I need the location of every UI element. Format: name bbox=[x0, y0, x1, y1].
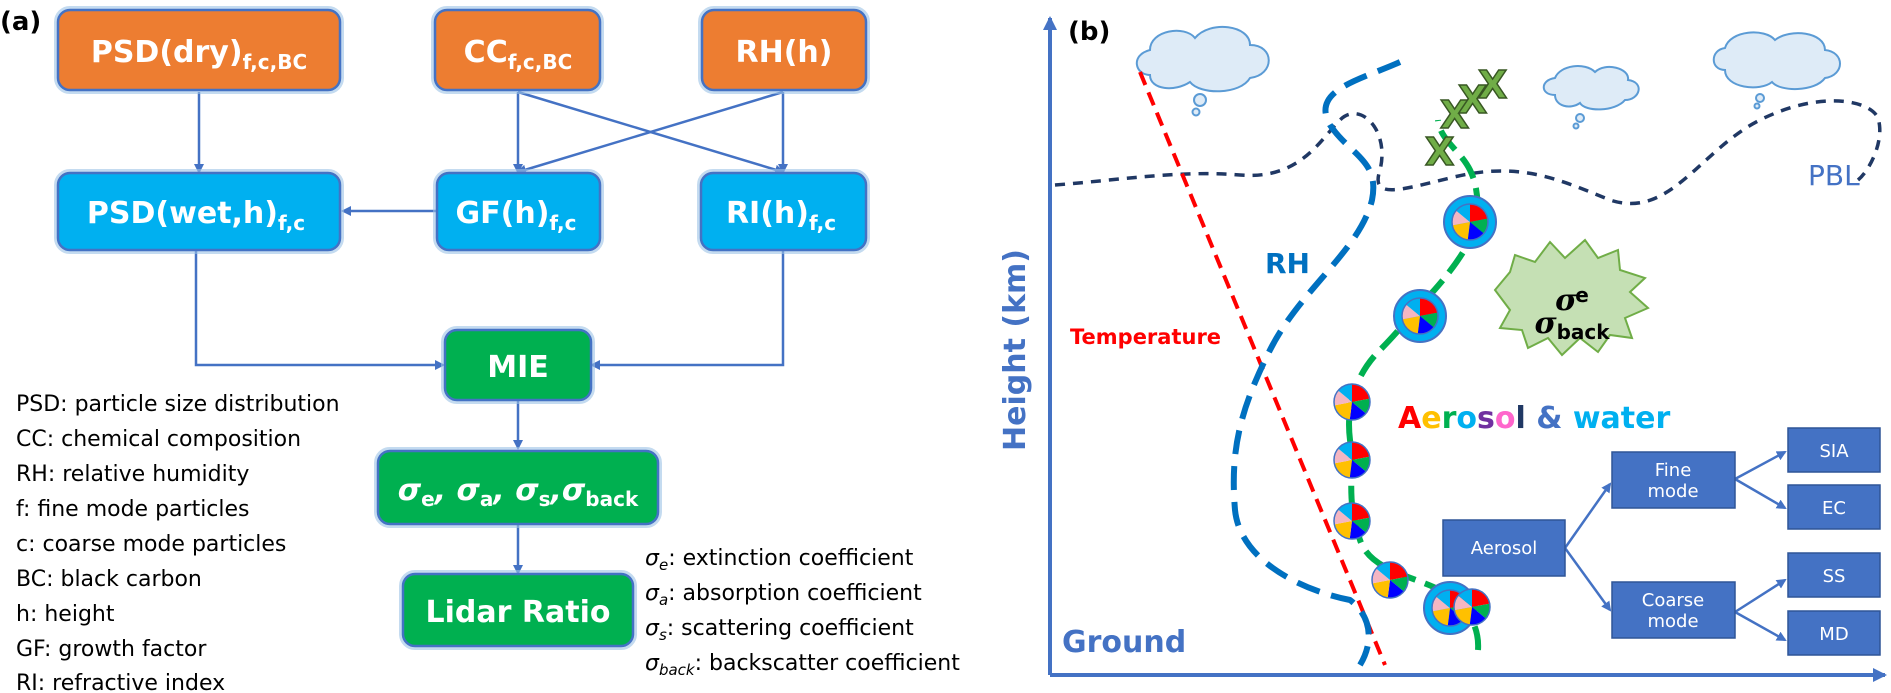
aerosol-water-label: Aerosol & water bbox=[1398, 401, 1670, 436]
legend-item: GF: growth factor bbox=[16, 637, 207, 662]
x-markers: X X X X bbox=[1424, 62, 1508, 175]
svg-text:Lidar Ratio: Lidar Ratio bbox=[426, 595, 611, 630]
aerosol-letter: r bbox=[1442, 401, 1457, 436]
legend-item: RH: relative humidity bbox=[16, 462, 249, 487]
aerosol-particle-icon bbox=[1371, 561, 1409, 599]
svg-text:Fine: Fine bbox=[1655, 460, 1692, 481]
tree-node-fine-mode bbox=[1611, 451, 1736, 509]
tree-node-sia bbox=[1787, 427, 1881, 473]
cloud bbox=[1542, 65, 1640, 130]
sigma-legend-item: σe: extinction coefficient bbox=[645, 546, 914, 574]
panel-b-label: (b) bbox=[1068, 17, 1110, 47]
panel-a-label: (a) bbox=[0, 7, 41, 37]
svg-text:mode: mode bbox=[1647, 481, 1698, 502]
svg-text:RH(h): RH(h) bbox=[736, 35, 833, 70]
svg-text:GF(h)f,c: GF(h)f,c bbox=[456, 196, 577, 235]
aerosol-particles bbox=[1333, 195, 1497, 635]
node-gf: GF(h)f,c bbox=[433, 169, 604, 254]
node-mie: MIE bbox=[441, 326, 595, 404]
aerosol-particle-icon bbox=[1333, 441, 1371, 479]
svg-text:SS: SS bbox=[1823, 566, 1846, 587]
aerosol-letter: e bbox=[1421, 401, 1441, 436]
flow-arrows bbox=[194, 90, 788, 575]
legend-item: f: fine mode particles bbox=[16, 497, 250, 522]
abbreviation-legend: PSD: particle size distribution CC: chem… bbox=[16, 392, 340, 693]
y-axis-label: Height (km) bbox=[998, 249, 1033, 451]
aerosol-particle-icon bbox=[1333, 383, 1371, 421]
legend-item: RI: refractive index bbox=[16, 671, 225, 693]
tree-node-ec bbox=[1787, 484, 1881, 530]
node-cc: CCf,c,BC bbox=[431, 6, 604, 94]
legend-item: h: height bbox=[16, 602, 115, 627]
node-psd-dry: PSD(dry)f,c,BC bbox=[54, 6, 344, 94]
aerosol-particle-icon bbox=[1333, 502, 1371, 540]
aerosol-particle-icon bbox=[1443, 195, 1497, 249]
aerosol-letter: l bbox=[1515, 401, 1525, 436]
legend-item: c: coarse mode particles bbox=[16, 532, 286, 557]
axes: Height (km) Ground bbox=[998, 16, 1887, 682]
arrow-rh-to-gf bbox=[516, 90, 784, 175]
arrow-psd-wet-to-mie bbox=[194, 250, 445, 370]
tree-node-aerosol bbox=[1442, 519, 1566, 577]
arrow-ri-to-mie bbox=[590, 250, 785, 370]
node-lidar-ratio: Lidar Ratio bbox=[399, 570, 637, 650]
svg-text:SIA: SIA bbox=[1819, 441, 1849, 462]
svg-text:EC: EC bbox=[1822, 498, 1846, 519]
svg-text:MIE: MIE bbox=[487, 350, 549, 385]
aerosol-letter: s bbox=[1477, 401, 1495, 436]
x-marker-icon: X bbox=[1478, 63, 1507, 107]
svg-text:σe: σe bbox=[1555, 283, 1589, 318]
legend-item: PSD: particle size distribution bbox=[16, 392, 340, 417]
sigma-legend-item: σback: backscatter coefficient bbox=[645, 651, 960, 679]
cloud bbox=[1135, 25, 1270, 117]
sigma-legend-item: σa: absorption coefficient bbox=[645, 581, 922, 609]
svg-text:Aerosol: Aerosol bbox=[1471, 538, 1537, 559]
svg-text:mode: mode bbox=[1647, 611, 1698, 632]
svg-text:PSD(dry)f,c,BC: PSD(dry)f,c,BC bbox=[91, 35, 307, 74]
rh-label: RH bbox=[1265, 247, 1310, 280]
aerosol-letter: A bbox=[1398, 401, 1422, 436]
svg-text:CCf,c,BC: CCf,c,BC bbox=[464, 35, 573, 74]
svg-text:σe, σa, σs,σback: σe, σa, σs,σback bbox=[398, 473, 639, 511]
svg-text:RI(h)f,c: RI(h)f,c bbox=[726, 196, 836, 235]
aerosol-particle-icon bbox=[1453, 588, 1491, 626]
legend-item: BC: black carbon bbox=[16, 567, 202, 592]
svg-text:σback: σback bbox=[1534, 306, 1610, 344]
pbl-label: PBL bbox=[1808, 159, 1860, 192]
svg-text:PSD(wet,h)f,c: PSD(wet,h)f,c bbox=[87, 196, 305, 235]
aerosol-letter: o bbox=[1456, 401, 1477, 436]
aerosol-particle-icon bbox=[1393, 289, 1447, 343]
node-ri: RI(h)f,c bbox=[697, 169, 870, 254]
cloud bbox=[1712, 31, 1841, 110]
tree-node-md bbox=[1787, 610, 1881, 656]
node-sigmas: σe, σa, σs,σback bbox=[374, 447, 662, 528]
x-marker-icon: X bbox=[1458, 78, 1487, 122]
tree-node-coarse-mode bbox=[1611, 581, 1736, 639]
node-rh: RH(h) bbox=[698, 6, 870, 94]
tree-node-ss bbox=[1787, 552, 1881, 598]
temperature-label: Temperature bbox=[1070, 325, 1221, 349]
svg-text:MD: MD bbox=[1819, 624, 1848, 645]
x-marker-icon: X bbox=[1440, 93, 1469, 137]
sigma-legend-item: σs: scattering coefficient bbox=[645, 616, 914, 644]
rh-line bbox=[1230, 59, 1402, 667]
aerosol-letter: o bbox=[1495, 401, 1516, 436]
svg-text:Coarse: Coarse bbox=[1642, 590, 1704, 611]
sigma-burst: σe σback bbox=[1493, 238, 1650, 357]
aerosol-classification-tree: Aerosol Fine mode Coarse mode SIA EC SS … bbox=[1442, 427, 1881, 656]
node-psd-wet: PSD(wet,h)f,c bbox=[54, 169, 344, 254]
legend-item: CC: chemical composition bbox=[16, 427, 301, 452]
ground-label: Ground bbox=[1062, 625, 1186, 660]
sigma-legend: σe: extinction coefficient σa: absorptio… bbox=[645, 546, 960, 679]
x-marker-icon: X bbox=[1425, 130, 1454, 174]
